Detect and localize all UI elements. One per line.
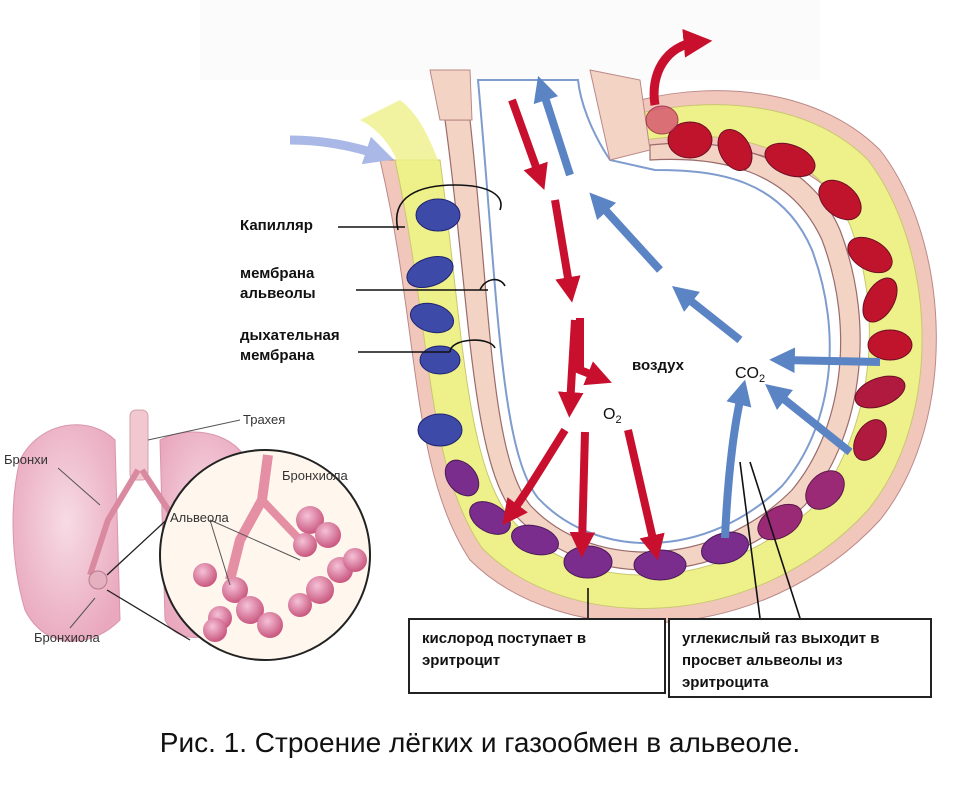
oxygen-info-box: кислород поступает в эритроцит [408,618,666,694]
oxygen-arrows [502,98,665,561]
co2-arrows [533,75,881,539]
magnified-circle [159,449,371,661]
trachea [129,409,149,481]
co2-info-box: углекислый газ выходит в просвет альвеол… [668,618,932,698]
alveola-label: Альвеола [170,510,229,525]
capillary-label: Капилляр [240,217,313,234]
co2-label: CO2 [735,365,766,386]
alveolar-membrane-label: мембрана альвеолы [240,265,316,303]
blood-outflow-arrow [649,28,713,106]
alveoli-clusters [193,506,367,642]
deoxygenated-blood-cells [444,459,845,581]
respiratory-membrane-label: дыхательная мембрана [240,327,340,365]
trachea-label: Трахея [243,412,286,427]
blood-inflow-arrow [289,135,394,165]
venous-blood-cells [406,198,463,447]
oxygenated-blood-cells [645,105,913,461]
faded-background [200,0,820,80]
label-leaders [338,184,801,620]
bronchiole-circle-label: Бронхиола [282,468,348,483]
figure-caption: Рис. 1. Строение лёгких и газообмен в ал… [159,727,801,758]
o2-label: O2 [603,406,622,427]
lung-inset [12,409,371,661]
bronchi-label: Бронхи [4,452,48,467]
bronchiole-left-label: Бронхиола [34,630,100,645]
air-label: воздух [632,357,685,374]
